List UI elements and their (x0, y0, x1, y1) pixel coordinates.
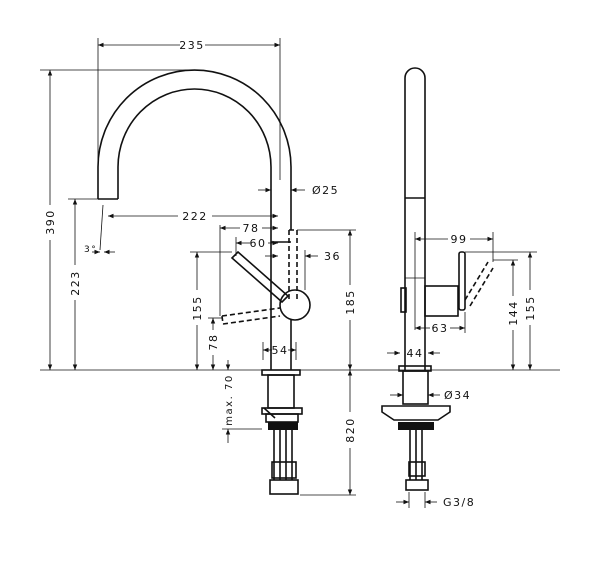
lever-handle (230, 250, 290, 304)
dim-angle: 3° (84, 245, 97, 255)
dim-820: 820 (344, 417, 357, 443)
dim-223: 223 (69, 270, 82, 296)
handle-cap (279, 289, 311, 321)
dim-155: 155 (191, 295, 204, 321)
dim-thread: G3/8 (443, 496, 475, 509)
dim-54: 54 (272, 344, 289, 357)
dim-155-side: 155 (524, 295, 537, 321)
front-faucet-outline (97, 69, 311, 495)
dim-222: 222 (182, 210, 208, 223)
side-faucet-outline (381, 67, 494, 491)
dim-78-height: 78 (207, 334, 220, 351)
dim-185: 185 (344, 289, 357, 315)
dim-235: 235 (179, 39, 205, 52)
dim-144: 144 (507, 300, 520, 326)
dim-dia-34: Ø34 (444, 389, 471, 402)
dim-63: 63 (432, 322, 449, 335)
dim-60: 60 (250, 237, 267, 250)
dim-78-lever: 78 (243, 222, 260, 235)
dim-max-70: max. 70 (224, 374, 235, 425)
side-dimensions: 99 63 144 155 44 Ø34 G3/8 (387, 232, 537, 509)
dim-dia-25: Ø25 (312, 184, 339, 197)
dim-99: 99 (451, 233, 468, 246)
front-dimensions: 235 390 223 3° 222 Ø25 78 60 36 185 155 … (40, 38, 357, 496)
dim-44: 44 (407, 347, 424, 360)
dim-36: 36 (324, 250, 341, 263)
dim-390: 390 (44, 209, 57, 235)
